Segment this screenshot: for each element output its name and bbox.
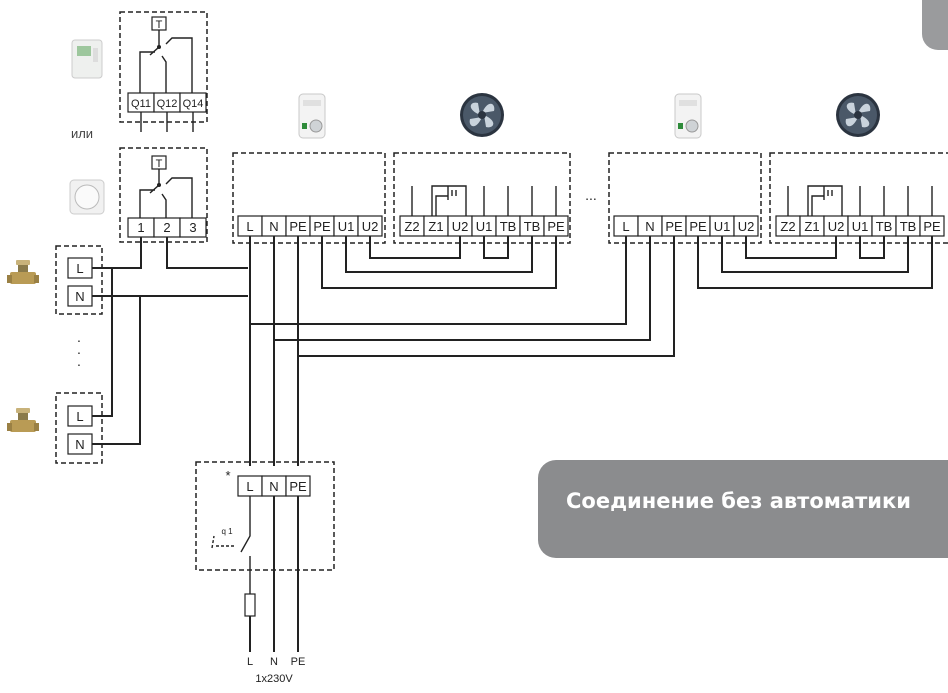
supply-label: 1x230V <box>255 673 293 685</box>
corner-tab <box>922 0 948 50</box>
vertical-ellipsis: · <box>77 332 82 348</box>
title-banner: Соединение без автоматики <box>538 460 948 558</box>
fan-2-terminals: Z2 Z1 U2 U1 TB TB PE <box>775 215 945 237</box>
fan-1-terminals: Z2 Z1 U2 U1 TB TB PE <box>399 215 569 237</box>
horizontal-ellipsis: ... <box>585 187 597 203</box>
switch-symbol: q 1 <box>211 496 251 594</box>
svg-text:L: L <box>247 656 253 668</box>
thermostat-digital-icon <box>71 39 103 79</box>
asterisk-label: * <box>225 468 230 483</box>
svg-text:TB: TB <box>500 219 517 234</box>
valve-actuator-icon <box>7 408 39 432</box>
terminal-2: 2 <box>163 220 170 235</box>
svg-text:N: N <box>269 479 278 494</box>
svg-text:·: · <box>77 356 82 372</box>
controller-1-box <box>232 152 386 244</box>
fan-icon <box>460 93 504 137</box>
svg-text:PE: PE <box>289 219 307 234</box>
speed-controller-icon <box>298 93 326 139</box>
terminal-3: 3 <box>189 220 196 235</box>
svg-text:T: T <box>156 19 163 31</box>
svg-text:·: · <box>77 344 82 360</box>
svg-text:Z2: Z2 <box>780 219 795 234</box>
controller-2-box <box>608 152 762 244</box>
svg-text:U1: U1 <box>338 219 355 234</box>
svg-text:L: L <box>622 219 629 234</box>
valve-2-box <box>55 392 103 464</box>
svg-text:TB: TB <box>900 219 917 234</box>
mains-terminals: L N PE <box>237 475 311 497</box>
or-label: или <box>71 126 93 141</box>
fan-1-box <box>393 152 571 244</box>
terminal-q14: Q14 <box>183 98 204 110</box>
svg-text:U2: U2 <box>828 219 845 234</box>
svg-text:TB: TB <box>524 219 541 234</box>
svg-text:L: L <box>76 261 83 276</box>
svg-text:PE: PE <box>923 219 941 234</box>
mains-box <box>195 461 335 571</box>
svg-text:PE: PE <box>547 219 565 234</box>
svg-text:PE: PE <box>289 479 307 494</box>
terminal-1: 1 <box>137 220 144 235</box>
svg-text:U1: U1 <box>852 219 869 234</box>
svg-text:N: N <box>270 656 278 668</box>
terminal-q12: Q12 <box>157 98 178 110</box>
svg-text:U2: U2 <box>362 219 379 234</box>
svg-text:PE: PE <box>689 219 707 234</box>
svg-text:U1: U1 <box>476 219 493 234</box>
svg-text:PE: PE <box>313 219 331 234</box>
svg-text:L: L <box>76 409 83 424</box>
fuse-symbol <box>244 593 256 617</box>
svg-text:Z1: Z1 <box>428 219 443 234</box>
valve-1-box <box>55 245 103 315</box>
thermostat-round-icon <box>69 179 105 215</box>
svg-text:PE: PE <box>291 656 306 668</box>
svg-text:PE: PE <box>665 219 683 234</box>
svg-text:T: T <box>156 158 163 170</box>
thermostat-q-box <box>119 11 208 123</box>
svg-text:Z1: Z1 <box>804 219 819 234</box>
svg-text:L: L <box>246 219 253 234</box>
q-terminal-block: Q11 Q12 Q14 <box>127 92 207 113</box>
svg-text:TB: TB <box>876 219 893 234</box>
thermostat-123-box <box>119 147 208 243</box>
valve-actuator-icon <box>7 260 39 284</box>
svg-text:N: N <box>269 219 278 234</box>
svg-text:N: N <box>645 219 654 234</box>
svg-text:N: N <box>75 437 84 452</box>
controller-2-terminals: L N PE PE U1 U2 <box>613 215 759 237</box>
svg-text:Z2: Z2 <box>404 219 419 234</box>
fan-icon <box>836 93 880 137</box>
svg-text:U2: U2 <box>452 219 469 234</box>
svg-text:U1: U1 <box>714 219 731 234</box>
thermostat-terminal-block: 1 2 3 <box>127 217 207 238</box>
speed-controller-icon <box>674 93 702 139</box>
svg-text:q 1: q 1 <box>221 527 233 536</box>
svg-text:N: N <box>75 289 84 304</box>
terminal-q11: Q11 <box>131 98 151 110</box>
svg-text:U2: U2 <box>738 219 755 234</box>
svg-text:L: L <box>246 479 253 494</box>
controller-1-terminals: L N PE PE U1 U2 <box>237 215 383 237</box>
